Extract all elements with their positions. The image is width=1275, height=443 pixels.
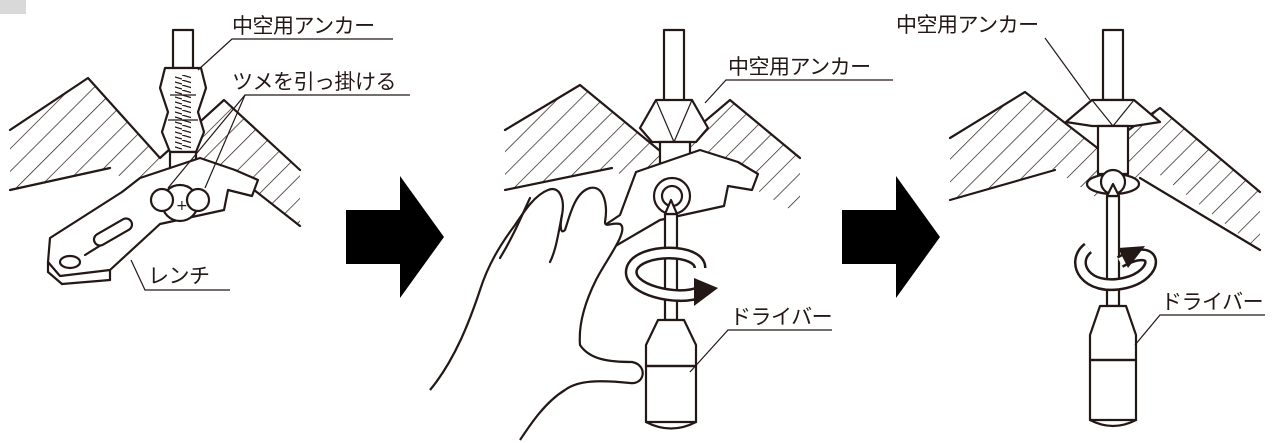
screwdriver-icon: [1088, 182, 1138, 428]
step1-leaders: [130, 38, 410, 291]
corner-tab: [0, 0, 26, 14]
step2-driver-label: ドライバー: [730, 305, 833, 329]
step3-leaders: [1044, 37, 1265, 346]
step2-anchor-label: 中空用アンカー: [728, 55, 871, 79]
rotation-arrow-icon: [1074, 242, 1158, 292]
rotation-arrow-icon: [624, 246, 718, 306]
step3-driver-label: ドライバー: [1161, 290, 1264, 314]
step3-illustration: [948, 28, 1265, 428]
screwdriver-icon: [644, 198, 698, 430]
step2-illustration: [429, 28, 893, 441]
step1-illustration: +: [8, 28, 410, 291]
step-arrow-icon: [842, 176, 940, 298]
step2-leaders: [689, 79, 893, 373]
step-arrow-icon: [346, 176, 444, 298]
hand-icon: [429, 186, 644, 441]
anchor-bolt-icon: [1064, 28, 1162, 196]
step3-anchor-label: 中空用アンカー: [896, 13, 1039, 37]
ceiling-board: [8, 76, 302, 228]
step1-claw-label: ツメを引っ掛ける: [232, 70, 397, 94]
wrench-icon: [588, 148, 760, 250]
step1-anchor-label: 中空用アンカー: [232, 14, 375, 38]
step1-wrench-label: レンチ: [148, 264, 210, 288]
svg-text:+: +: [176, 198, 188, 214]
